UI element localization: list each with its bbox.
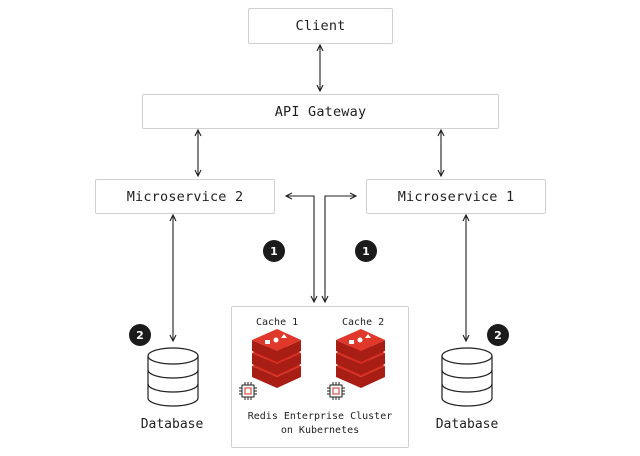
cluster-title-line-2: on Kubernetes [280,425,360,436]
redis-stack-icon-1 [252,329,301,388]
step-2-badge-left: 2 [129,324,151,346]
step-1-badge-right: 1 [355,240,377,262]
microservice-2-box: Microservice 2 [95,179,275,214]
api-gateway-label: API Gateway [274,103,367,120]
arrow-ms1-cache [325,196,356,302]
redis-stack-icon-2 [336,329,385,388]
api-gateway-box: API Gateway [142,94,499,129]
database-label-right: Database [435,417,499,432]
chip-icon-1 [239,382,257,400]
arrow-ms2-cache [286,196,314,302]
client-box: Client [248,8,393,44]
client-label: Client [295,18,346,34]
cluster-title-line-1: Redis Enterprise Cluster [247,411,393,422]
microservice-2-label: Microservice 2 [126,188,244,205]
step-2-badge-right: 2 [487,324,509,346]
cache-1-label: Cache 1 [256,317,299,328]
microservice-1-label: Microservice 1 [397,188,515,205]
cache-2-label: Cache 2 [342,317,385,328]
database-icon-left [147,347,199,407]
step-1-badge-left: 1 [263,240,285,262]
database-label-left: Database [140,417,204,432]
database-icon-right [441,347,493,407]
chip-icon-2 [327,382,345,400]
microservice-1-box: Microservice 1 [366,179,546,214]
